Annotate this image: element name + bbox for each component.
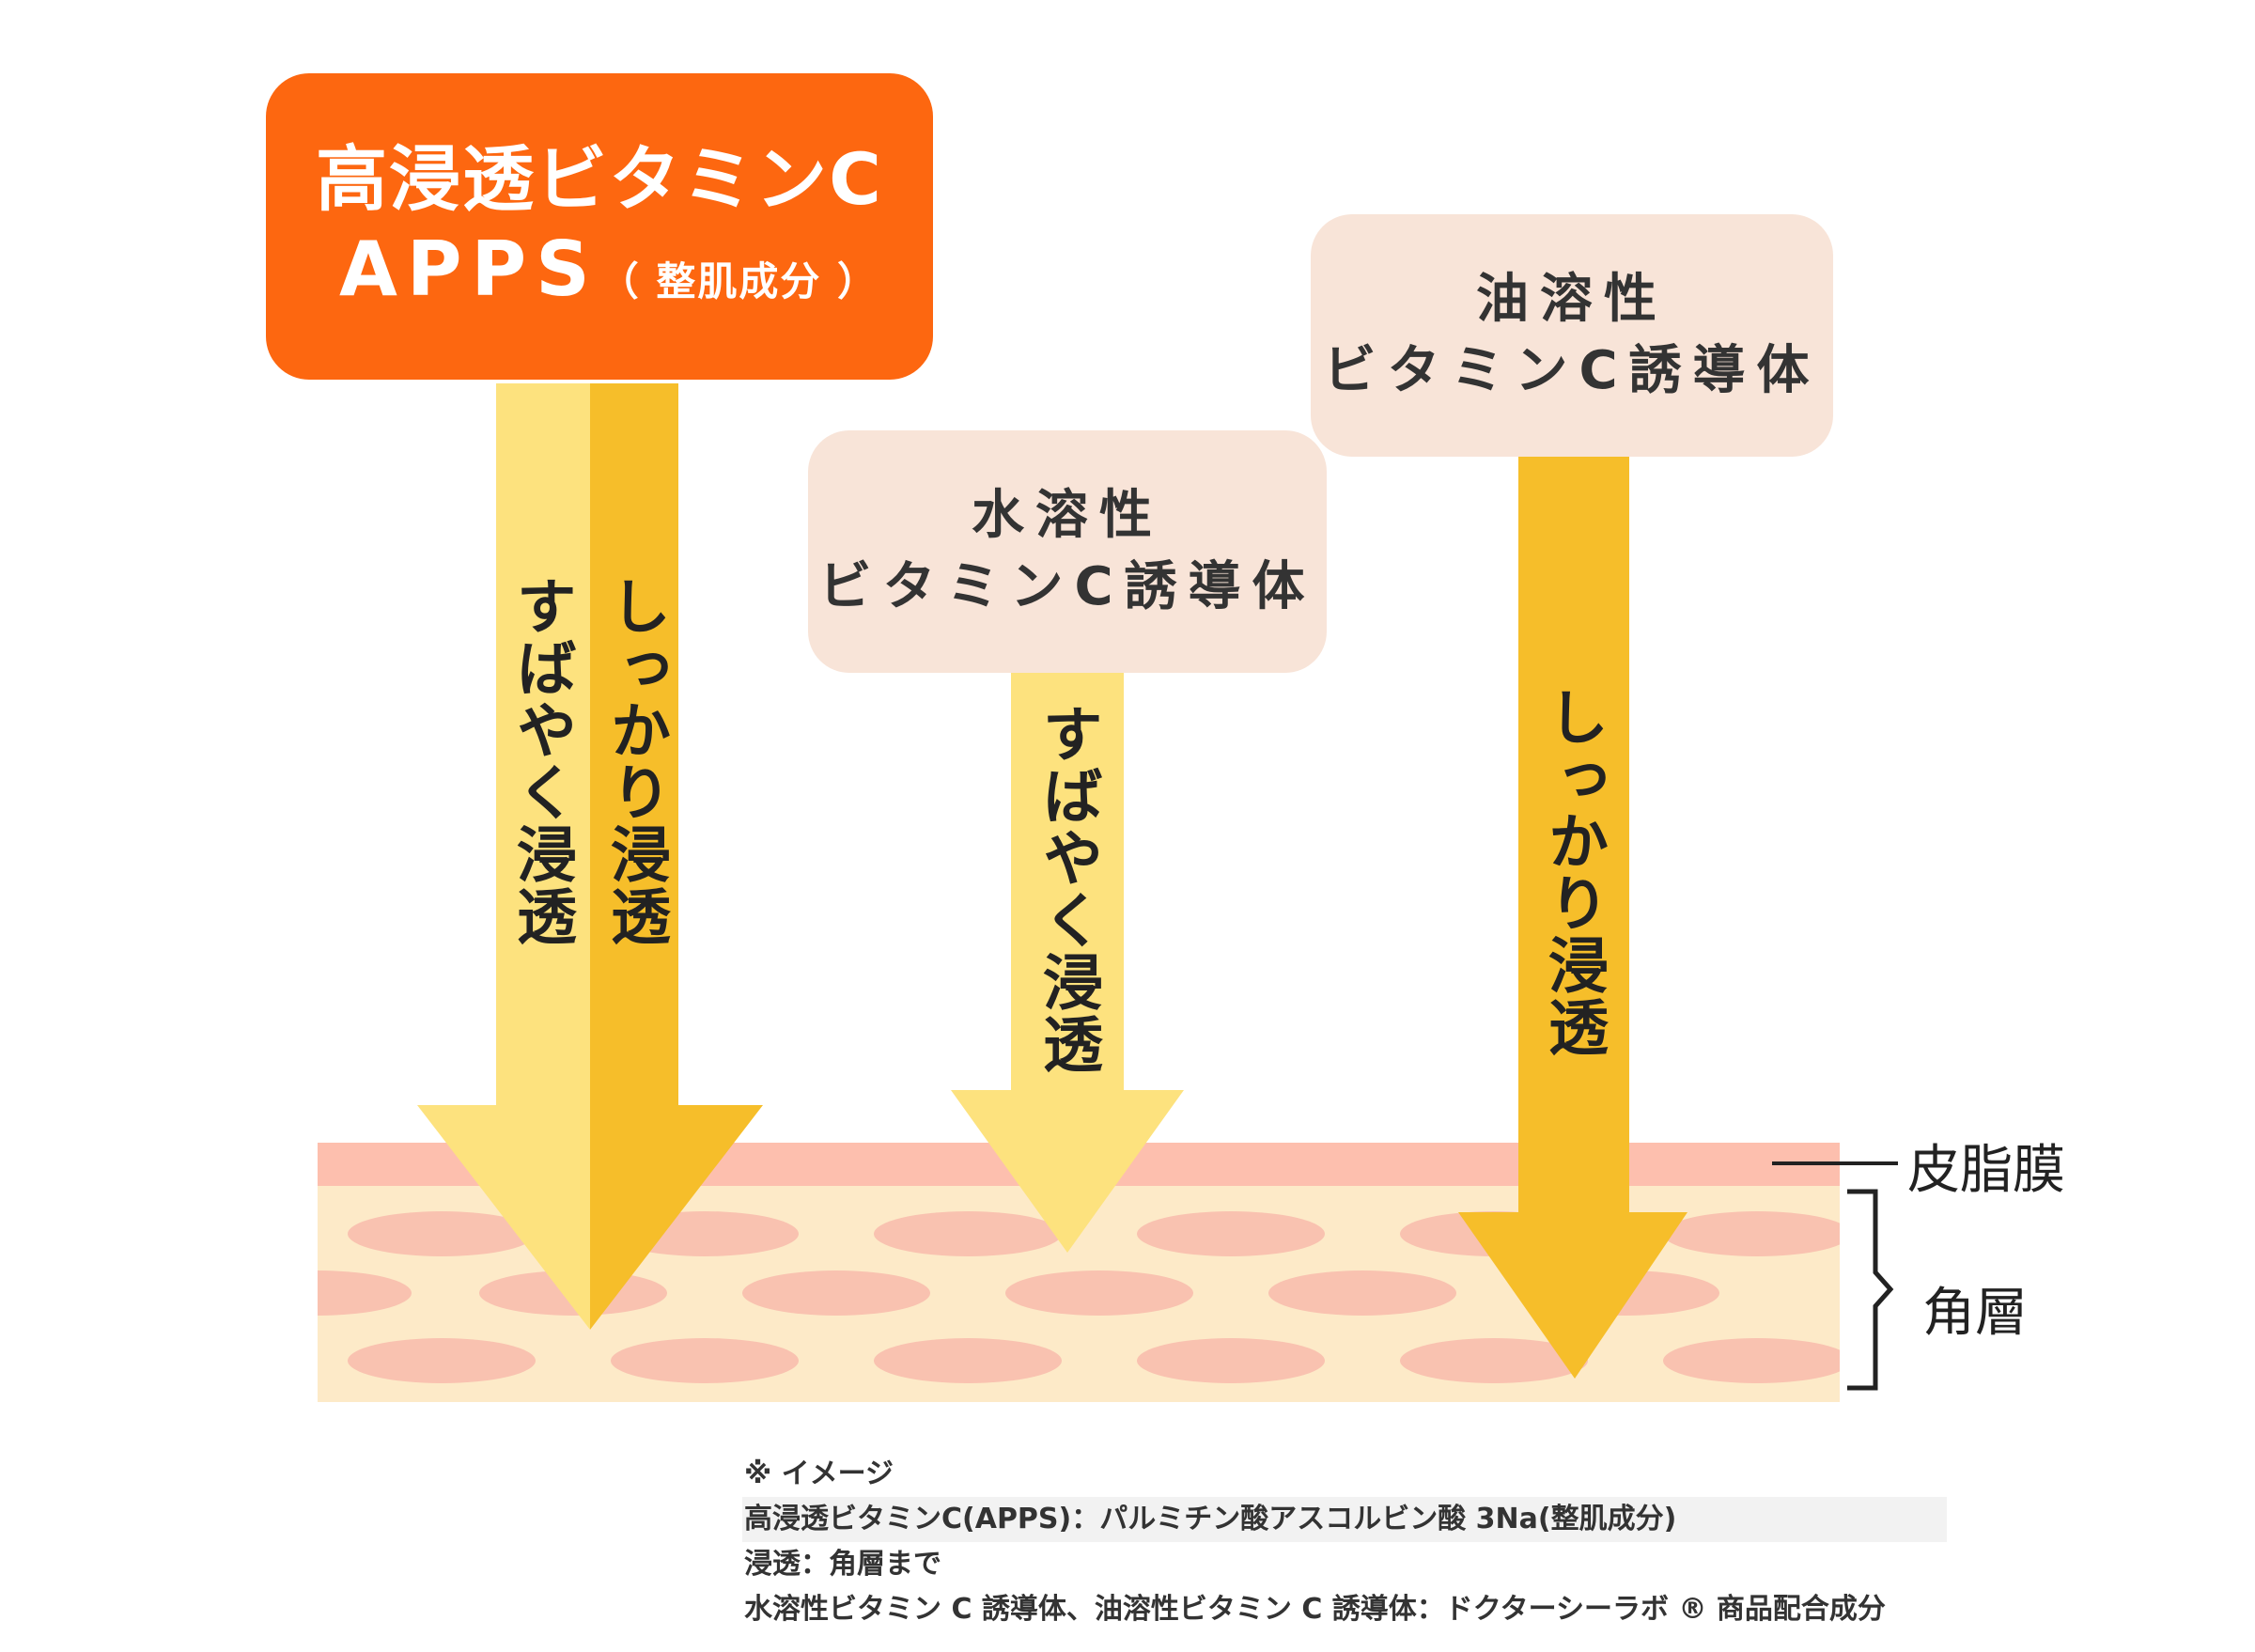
stratum-cell (874, 1211, 1062, 1256)
apps-fast-label: すばやく浸透 (506, 575, 576, 947)
oil-soluble-line1: 油溶性 (1476, 269, 1668, 331)
stratum-cell (1663, 1211, 1840, 1256)
sebum-label: 皮脂膜 (1907, 1140, 2065, 1201)
note-penetration: 浸透：角層まで (744, 1548, 941, 1581)
note-derivatives: 水溶性ビタミン C 誘導体、油溶性ビタミン C 誘導体：ドクターシーラボ ® 商… (744, 1593, 1886, 1626)
oil-arrow (1458, 457, 1687, 1379)
oil-soluble-box: 油溶性 ビタミンC誘導体 (1311, 214, 1833, 457)
stratum-label: 角層 (1922, 1283, 2028, 1344)
apps-box: 高浸透ビタミンC APPS（ 整肌成分 ） (266, 73, 933, 380)
apps-name: APPS (338, 225, 599, 313)
oil-arrow-label: しっかり浸透 (1538, 686, 1608, 1058)
water-soluble-line1: 水溶性 (972, 485, 1163, 547)
note-apps: 高浸透ビタミンC(APPS)：パルミチン酸アスコルビン酸 3Na(整肌成分) (742, 1497, 1947, 1542)
stratum-cell (1400, 1338, 1588, 1383)
apps-title: 高浸透ビタミンC (316, 137, 883, 222)
apps-deep-label: しっかり浸透 (600, 575, 670, 947)
water-arrow-label: すばやく浸透 (1033, 703, 1102, 1075)
stratum-cell (611, 1338, 799, 1383)
apps-paren-note: （ 整肌成分 ） (599, 257, 879, 304)
apps-arrow-fast-half (417, 383, 590, 1330)
stratum-bracket (1847, 1189, 1894, 1391)
water-soluble-box: 水溶性 ビタミンC誘導体 (808, 430, 1327, 673)
stratum-cell (318, 1270, 412, 1316)
apps-arrow-deep-half (590, 383, 763, 1330)
stratum-cell (1005, 1270, 1193, 1316)
water-soluble-line2: ビタミンC誘導体 (818, 556, 1316, 617)
note-image: ※ イメージ (744, 1457, 894, 1490)
stratum-cell (348, 1211, 536, 1256)
footnotes: ※ イメージ 高浸透ビタミンC(APPS)：パルミチン酸アスコルビン酸 3Na(… (742, 1452, 2078, 1632)
water-arrow (951, 673, 1184, 1253)
stratum-cell (348, 1338, 536, 1383)
stratum-cell (1268, 1270, 1456, 1316)
stratum-cell (874, 1338, 1062, 1383)
stratum-cell (1663, 1338, 1840, 1383)
stratum-cell (742, 1270, 930, 1316)
stratum-cell (1137, 1211, 1325, 1256)
apps-arrow (417, 383, 763, 1330)
stratum-cell (1137, 1338, 1325, 1383)
apps-subtitle: APPS（ 整肌成分 ） (339, 223, 879, 317)
oil-soluble-line2: ビタミンC誘導体 (1323, 340, 1821, 401)
